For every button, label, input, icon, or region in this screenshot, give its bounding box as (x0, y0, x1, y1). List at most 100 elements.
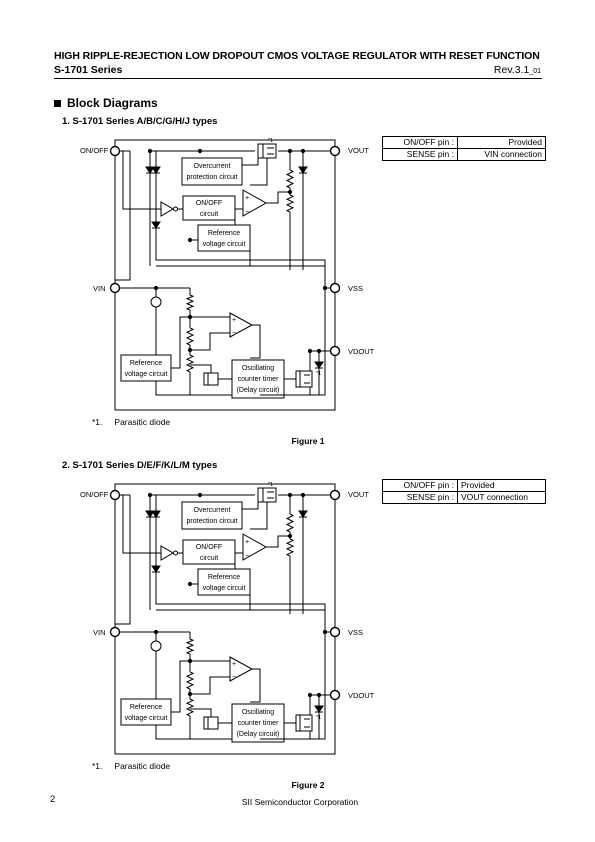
overcurrent-label-1: Overcurrent (194, 507, 231, 514)
junction-dot (316, 348, 322, 354)
table-cell: VOUT connection (457, 491, 546, 504)
onoff-label-2: circuit (200, 555, 218, 562)
note-text: Parasitic diode (114, 761, 171, 771)
junction-dot (153, 629, 159, 635)
pin-vout (329, 145, 341, 157)
figure2-heading: 2. S-1701 Series D/E/F/K/L/M types (62, 460, 218, 471)
table-cell: VIN connection (457, 148, 546, 161)
pin-vdout (329, 345, 341, 357)
resistor-icon (185, 698, 195, 717)
label-vss: VSS (348, 284, 363, 293)
page-number: 2 (50, 794, 56, 805)
resistor-icon (285, 169, 295, 189)
reference-label-1: Reference (208, 230, 240, 237)
figure2-caption: Figure 2 (291, 780, 325, 790)
reference-label-2: voltage circuit (125, 715, 168, 722)
label-vdout: VDOUT (348, 691, 375, 700)
onoff-block (182, 195, 236, 221)
junction-dot (187, 237, 193, 243)
table-cell: SENSE pin : (382, 491, 458, 504)
diode-icon (314, 361, 324, 369)
parasitic-mark: *1 (268, 138, 273, 144)
parasitic-mark: *1 (268, 482, 273, 488)
reference-label-2: voltage circuit (125, 371, 168, 378)
reference-voltage-block-lower (120, 698, 172, 726)
svg-text:+: + (232, 317, 236, 324)
overcurrent-label-2: protection circuit (187, 518, 238, 525)
oscillator-label-1: Oscillating (242, 365, 274, 372)
resistor-icon (285, 194, 295, 213)
label-vss: VSS (348, 628, 363, 637)
revision-suffix: _01 (529, 68, 541, 75)
resistor-icon (185, 354, 195, 373)
header-rule (54, 78, 542, 79)
pin-vss (329, 626, 341, 638)
section-title: Block Diagrams (67, 96, 158, 110)
resistor-icon (285, 538, 295, 557)
output-transistor-icon (295, 714, 313, 732)
table-row: SENSE pin : VOUT connection (382, 491, 546, 504)
oscillator-label-2: counter timer (238, 720, 280, 727)
junction-dot (322, 285, 328, 291)
reference-label-2: voltage circuit (203, 241, 246, 248)
svg-text:−: − (245, 209, 249, 216)
buffer-icon (160, 545, 174, 561)
junction-dot (307, 692, 313, 698)
table-cell: ON/OFF pin : (382, 136, 458, 149)
figure2-note: *1. Parasitic diode (92, 761, 182, 771)
reference-label-1: Reference (208, 574, 240, 581)
table-cell: Provided (457, 479, 546, 492)
oscillating-counter-timer-block (231, 703, 285, 743)
label-onoff: ON/OFF (80, 490, 109, 499)
pin-vin (109, 282, 121, 294)
table-cell: ON/OFF pin : (382, 479, 458, 492)
table-row: SENSE pin : VIN connection (382, 148, 546, 161)
reference-label-1: Reference (130, 360, 162, 367)
junction-dot (197, 492, 203, 498)
resistor-icon (185, 327, 195, 346)
junction-dot (187, 581, 193, 587)
pin-vin (109, 626, 121, 638)
revision-number: Rev.3.1 (493, 64, 530, 76)
reference-voltage-block-lower (120, 354, 172, 382)
figure1-pin-table: ON/OFF pin : Provided SENSE pin : VIN co… (382, 136, 546, 161)
diode-icon (298, 510, 308, 518)
pin-vdout (329, 689, 341, 701)
ic-outline (114, 139, 336, 411)
pass-transistor-icon (257, 487, 277, 503)
label-vin: VIN (93, 628, 106, 637)
label-vout: VOUT (348, 146, 369, 155)
figure2-pin-table: ON/OFF pin : Provided SENSE pin : VOUT c… (382, 479, 546, 504)
overcurrent-block (181, 157, 243, 186)
buffer-icon (160, 201, 174, 217)
note-text: Parasitic diode (114, 417, 171, 427)
resistor-icon (285, 513, 295, 533)
comparator-icon (229, 312, 254, 338)
junction-dot (322, 629, 328, 635)
pin-vss (329, 282, 341, 294)
table-row: ON/OFF pin : Provided (382, 136, 546, 149)
company-name: SII Semiconductor Corporation (241, 797, 359, 807)
diode-icon (314, 705, 324, 713)
current-source-icon (150, 296, 162, 308)
oscillator-label-1: Oscillating (242, 709, 274, 716)
reference-voltage-block (197, 568, 251, 596)
resistor-icon (185, 671, 195, 690)
onoff-label-1: ON/OFF (196, 544, 222, 551)
figure1-caption: Figure 1 (291, 436, 325, 446)
pin-onoff (109, 145, 121, 157)
junction-dot (197, 148, 203, 154)
svg-text:+: + (245, 539, 249, 546)
junction-dot (316, 692, 322, 698)
error-amplifier-icon (242, 189, 268, 217)
svg-text:+: + (232, 661, 236, 668)
label-vdout: VDOUT (348, 347, 375, 356)
onoff-label-2: circuit (200, 211, 218, 218)
current-source-icon (150, 640, 162, 652)
note-marker: *1. (92, 761, 103, 771)
discharge-transistor-icon (203, 716, 219, 730)
pin-onoff (109, 489, 121, 501)
oscillator-label-3: (Delay circuit) (237, 731, 280, 738)
svg-text:−: − (232, 330, 236, 337)
